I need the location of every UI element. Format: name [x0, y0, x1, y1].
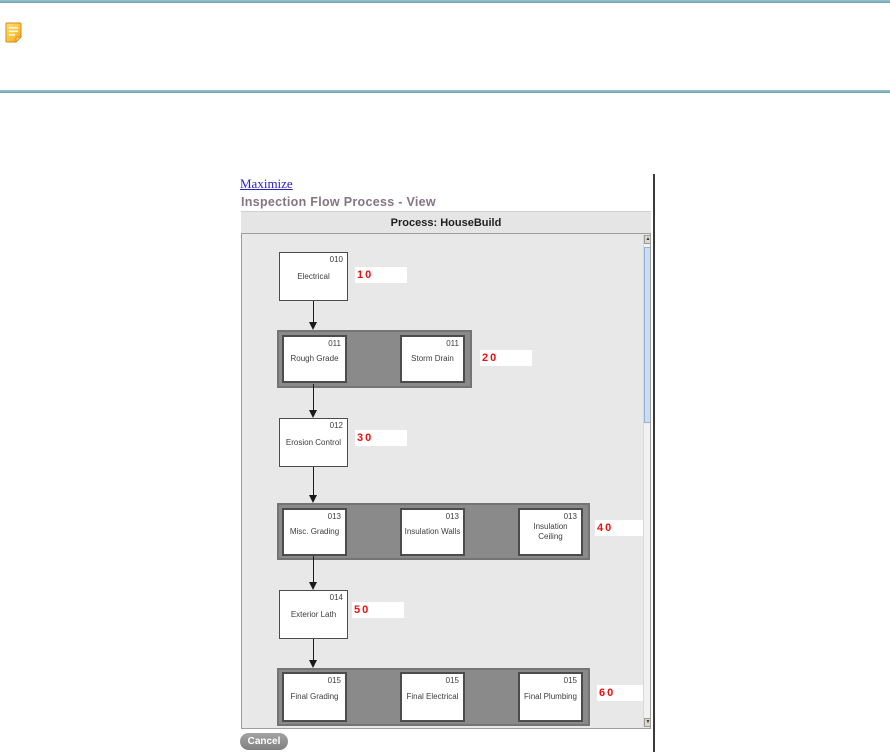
- step-code: 011: [328, 339, 341, 348]
- flow-step-box[interactable]: 011 Rough Grade: [282, 335, 347, 383]
- scrollbar-thumb[interactable]: [644, 247, 650, 423]
- step-label: Exterior Lath: [290, 609, 337, 619]
- flow-step-box[interactable]: 013 Misc. Grading: [282, 508, 347, 556]
- step-label: Electrical: [297, 271, 330, 281]
- step-code: 015: [445, 676, 459, 685]
- sequence-field[interactable]: 50: [352, 602, 404, 618]
- step-label: Final Plumbing: [524, 692, 577, 701]
- sequence-value: 10: [357, 269, 374, 281]
- step-label: Erosion Control: [285, 437, 342, 447]
- flow-step-box[interactable]: 012 Erosion Control: [279, 418, 348, 467]
- sequence-value: 30: [357, 432, 374, 444]
- sequence-field[interactable]: 10: [355, 267, 407, 283]
- section-divider: [0, 90, 890, 93]
- cancel-button[interactable]: Cancel: [240, 733, 288, 750]
- flow-step-box[interactable]: 015 Final Electrical: [400, 672, 465, 722]
- step-label: Rough Grade: [290, 354, 339, 363]
- flow-step-box[interactable]: 015 Final Plumbing: [518, 672, 583, 722]
- step-label: Final Electrical: [406, 692, 459, 701]
- dialog-title: Inspection Flow Process - View: [241, 195, 436, 209]
- flow-step-box[interactable]: 013 Insulation Ceiling: [518, 508, 583, 556]
- sequence-field[interactable]: 30: [355, 430, 407, 446]
- flow-arrowhead: [309, 660, 317, 668]
- sequence-field[interactable]: 40: [595, 520, 647, 536]
- flow-step-box[interactable]: 010 Electrical: [279, 252, 348, 301]
- process-header-label: Process: HouseBuild: [390, 216, 502, 229]
- maximize-link[interactable]: Maximize: [240, 176, 293, 191]
- step-label: Storm Drain: [411, 354, 454, 363]
- vertical-scrollbar[interactable]: ▲ ▼: [643, 235, 651, 727]
- step-code: 014: [329, 593, 343, 602]
- step-code: 013: [563, 512, 577, 521]
- flow-step-box[interactable]: 013 Insulation Walls: [400, 508, 465, 556]
- flow-connector-line: [313, 384, 314, 410]
- flow-step-box[interactable]: 015 Final Grading: [282, 672, 347, 722]
- sequence-field[interactable]: 20: [480, 350, 532, 366]
- flow-arrowhead: [309, 495, 317, 503]
- flow-connector-line: [313, 467, 314, 495]
- step-code: 015: [563, 676, 577, 685]
- flow-step-box[interactable]: 014 Exterior Lath: [279, 590, 348, 639]
- step-code: 012: [329, 421, 343, 430]
- flow-connector-line: [313, 639, 314, 660]
- step-label: Final Grading: [290, 692, 339, 701]
- process-header-bar: Process: HouseBuild: [241, 211, 651, 233]
- flow-connector-line: [313, 556, 314, 582]
- step-code: 010: [329, 255, 343, 264]
- step-label: Misc. Grading: [289, 527, 340, 536]
- note-icon: [5, 22, 22, 43]
- sequence-value: 20: [482, 352, 499, 364]
- top-divider: [0, 0, 890, 3]
- scroll-down-icon[interactable]: ▼: [644, 718, 651, 727]
- step-label: Insulation Walls: [404, 527, 461, 536]
- sequence-field[interactable]: 60: [597, 685, 649, 701]
- step-code: 011: [446, 339, 459, 348]
- flow-arrowhead: [309, 582, 317, 590]
- flow-diagram-panel: 010 Electrical 10 011 Rough Grade 011 St…: [241, 233, 651, 729]
- flow-connector-line: [313, 301, 314, 322]
- step-label: Insulation Ceiling: [533, 522, 568, 541]
- flow-step-box[interactable]: 011 Storm Drain: [400, 335, 465, 383]
- inspection-flow-dialog: Maximize Inspection Flow Process - View …: [238, 174, 655, 752]
- flow-arrowhead: [309, 322, 317, 330]
- sequence-value: 60: [599, 687, 616, 699]
- sequence-value: 50: [354, 604, 371, 616]
- step-code: 015: [327, 676, 341, 685]
- scroll-up-icon[interactable]: ▲: [644, 235, 651, 244]
- step-code: 013: [445, 512, 459, 521]
- flow-arrowhead: [309, 410, 317, 418]
- sequence-value: 40: [597, 522, 614, 534]
- step-code: 013: [327, 512, 341, 521]
